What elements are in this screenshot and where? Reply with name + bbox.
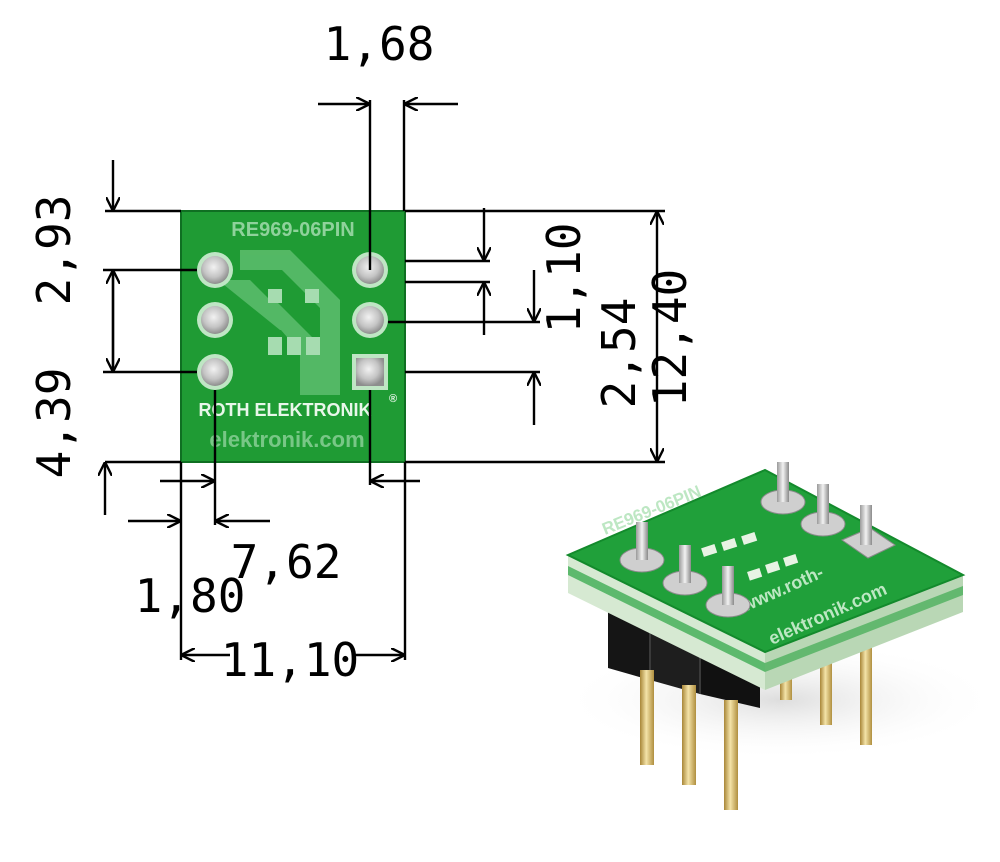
dim-width-total: 11,10 <box>221 633 359 687</box>
top-view-board: RE969-06PIN ROTH ELEKTRONIK ® elektronik… <box>180 210 406 463</box>
dim-left-margin: 1,80 <box>135 569 246 623</box>
dim-height-total: 12,40 <box>643 269 697 407</box>
silkscreen-logo <box>218 250 340 395</box>
dim-pin-pitch-right: 1,10 <box>537 223 591 334</box>
product-photo: RE969-06PIN www.roth- elektronik.com <box>560 462 1000 810</box>
board-website: elektronik.com <box>209 427 364 452</box>
smd-pad <box>305 289 319 303</box>
dim-top-to-pin1: 2,93 <box>27 195 81 306</box>
header-pin <box>860 640 872 745</box>
pin-pads <box>197 252 388 390</box>
dim-pad-width: 1,68 <box>324 17 435 71</box>
header-pin <box>682 685 696 785</box>
smd-pad <box>268 337 282 355</box>
smd-pad <box>268 289 282 303</box>
dimension-labels: 1,68 2,93 4,39 1,10 2,54 12,40 7,62 1,80… <box>27 17 697 687</box>
pin1-square-pad <box>356 358 384 386</box>
header-pin <box>640 670 654 765</box>
smd-pad <box>306 337 320 355</box>
header-pin <box>724 700 738 810</box>
pcb-top <box>565 468 966 654</box>
pin-pad <box>201 256 229 284</box>
dim-pin-pitch-left: 2,54 <box>592 298 646 409</box>
dim-row-spacing: 7,62 <box>231 535 342 589</box>
pin-pad <box>201 358 229 386</box>
board-part-number: RE969-06PIN <box>231 219 354 241</box>
board-registered-mark: ® <box>389 393 397 405</box>
board-brand: ROTH ELEKTRONIK <box>199 400 372 420</box>
solder-joints <box>619 462 896 618</box>
smd-pad <box>287 337 301 355</box>
pin-pad <box>201 306 229 334</box>
pin-pad <box>356 306 384 334</box>
dimension-lines <box>103 100 665 660</box>
dim-bottom-to-pin: 4,39 <box>27 368 81 479</box>
